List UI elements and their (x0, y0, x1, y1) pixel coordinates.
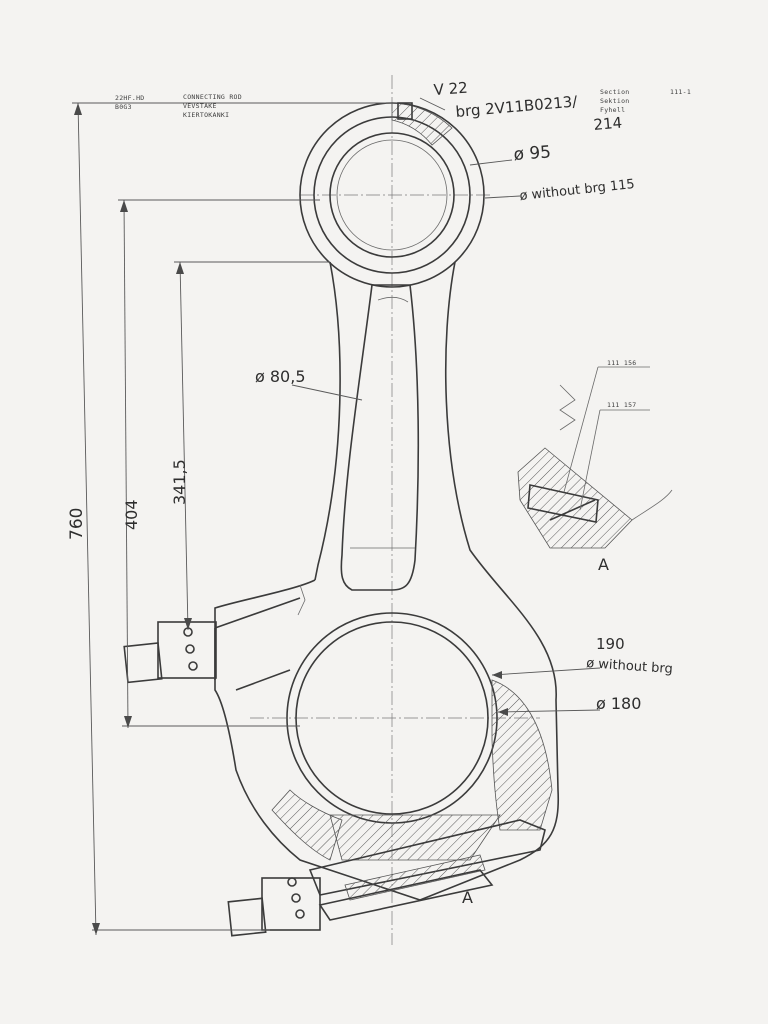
part-number-1: 111 156 (607, 359, 637, 367)
title-name-2: VEVSTAKE (183, 102, 217, 110)
big-end-no-brg-label: ø without brg (586, 656, 674, 677)
overall-length-dim: 760 (67, 508, 87, 540)
centers-dim: 404 (122, 499, 141, 530)
sheet-ref: 111-1 (670, 88, 691, 96)
bearing-label: brg 2V11B0213/ (455, 92, 579, 121)
title-block: 22HF.HD B0G3 CONNECTING ROD VEVSTAKE KIE… (115, 88, 691, 119)
top-mark-label: V 22 (433, 79, 468, 99)
section-label-1: Section (600, 88, 630, 96)
title-code-2: B0G3 (115, 103, 132, 111)
small-end-dia-label: ø 95 (513, 142, 552, 165)
section-label-3: Fyhell (600, 106, 625, 114)
dimension-lines (72, 97, 601, 936)
annotations: V 22 brg 2V11B0213/ 214 ø 95 ø without b… (255, 79, 673, 907)
title-name-3: KIERTOKANKI (183, 111, 229, 119)
title-name-en: CONNECTING ROD (183, 93, 242, 101)
section-a-upper-label: A (598, 555, 609, 574)
big-end-190-label: 190 (596, 635, 625, 653)
section-label-2: Sektion (600, 97, 630, 105)
section-a-detail (517, 366, 673, 549)
dimension-values: 760 404 341,5 (67, 459, 189, 540)
title-code-1: 22HF.HD (115, 94, 145, 102)
shank-dia-label: ø 80,5 (255, 367, 306, 386)
big-end (214, 579, 560, 901)
big-end-dia-label: ø 180 (596, 694, 641, 713)
small-end-no-brg-label: ø without brg 115 (519, 177, 636, 204)
upper-bolt (123, 621, 217, 684)
shank-length-dim: 341,5 (170, 459, 189, 505)
bearing-sub-label: 214 (593, 114, 623, 134)
lower-bolt (227, 869, 494, 937)
part-number-2: 111 157 (607, 401, 637, 409)
section-a-lower-label: A (462, 888, 473, 907)
centre-lines (250, 75, 540, 945)
shank (314, 261, 557, 701)
